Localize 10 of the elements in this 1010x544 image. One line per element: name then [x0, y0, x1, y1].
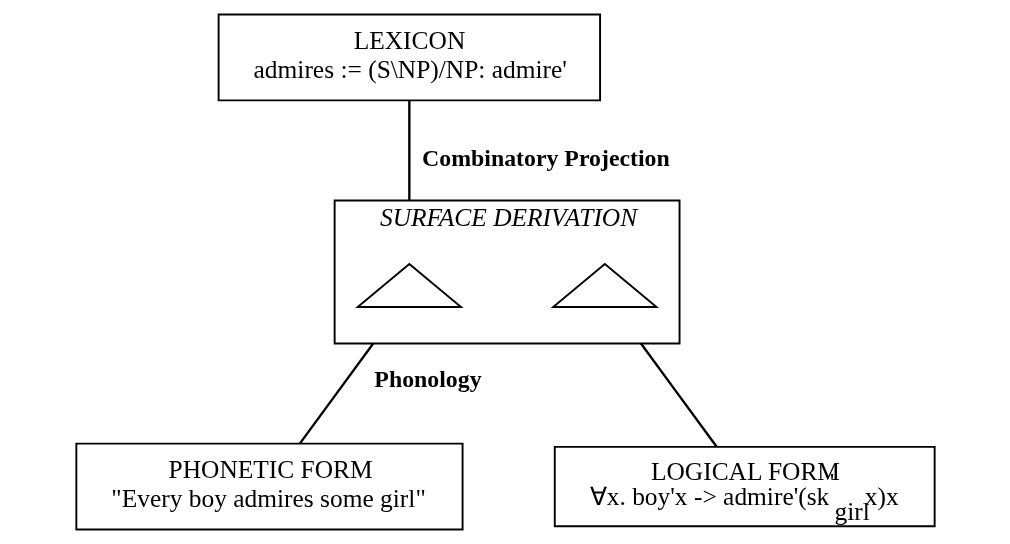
- node-box: PHONETIC FORM "Every boy admires some girl": [74, 442, 464, 531]
- connector: [298, 342, 374, 445]
- node-picture: [354, 262, 464, 308]
- edge-label: Combinatory Projection: [421, 145, 670, 172]
- node-box: LEXICON admires := (S\NP)/NP: admire': [217, 13, 601, 102]
- connector: [407, 100, 411, 201]
- node-picture: [550, 262, 659, 308]
- edge-label: Phonology: [373, 366, 482, 393]
- connector: [639, 342, 717, 448]
- cluster: SURFACE DERIVATION: [333, 199, 680, 345]
